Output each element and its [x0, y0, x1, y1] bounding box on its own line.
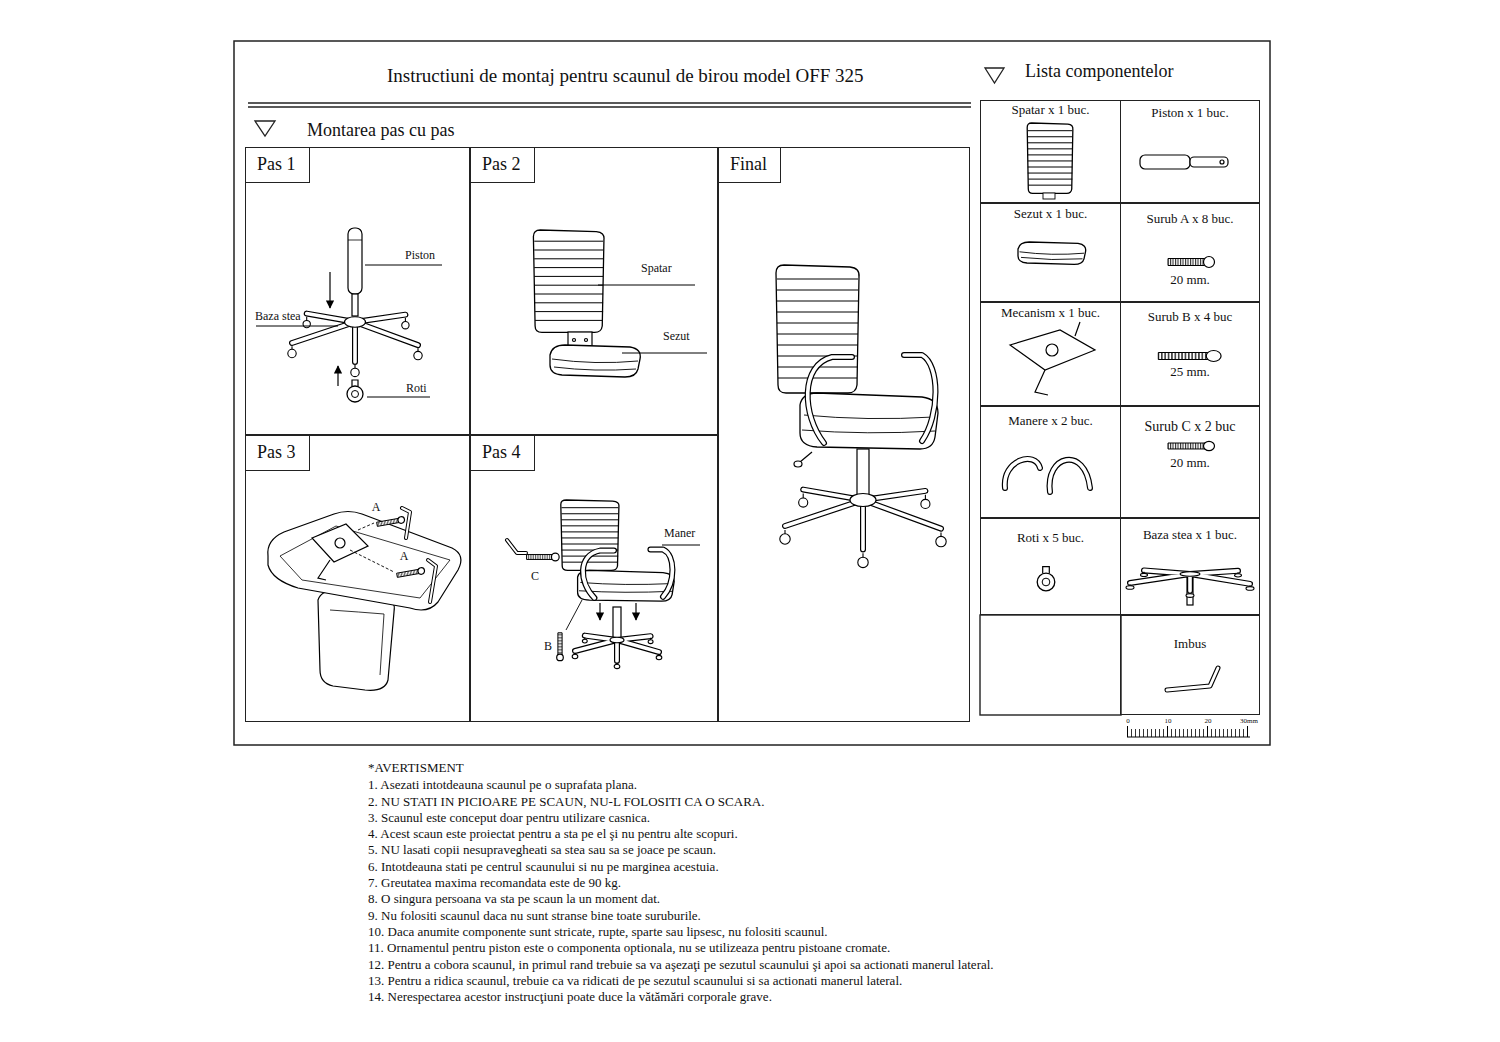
page-frame	[234, 41, 1270, 745]
part-label: Roti	[406, 381, 427, 395]
component-label: Imbus	[1121, 636, 1259, 652]
part-label: Baza stea	[255, 309, 301, 323]
step4-drawing	[507, 500, 700, 669]
scale-ruler	[1127, 726, 1250, 737]
component-label: Mecanism x 1 buc.	[981, 305, 1120, 321]
component-size: 20 mm.	[1121, 272, 1259, 288]
component-size: 25 mm.	[1121, 364, 1259, 380]
final-chair	[776, 265, 946, 568]
warning-line: 2. NU STATI IN PICIOARE PE SCAUN, NU-L F…	[368, 794, 764, 810]
component-cell: Mecanism x 1 buc.	[980, 302, 1121, 406]
part-label: Spatar	[641, 261, 672, 275]
section-triangle	[255, 121, 275, 136]
warning-line: 7. Greutatea maxima recomandata este de …	[368, 875, 621, 891]
scale-number: 10	[1165, 717, 1172, 725]
part-label: Piston	[405, 248, 435, 262]
component-label: Spatar x 1 buc.	[981, 102, 1120, 118]
warning-line: 13. Pentru a ridica scaunul, trebuie ca …	[368, 973, 902, 989]
step-panel: Final	[718, 147, 970, 722]
component-label: Sezut x 1 buc.	[981, 206, 1120, 222]
section-heading: Montarea pas cu pas	[307, 120, 454, 142]
component-label: Roti x 5 buc.	[981, 530, 1120, 546]
step3-drawing	[268, 508, 461, 690]
step1-drawing	[256, 228, 442, 402]
component-label: Surub A x 8 buc.	[1121, 211, 1259, 227]
component-cell: Imbus	[1120, 615, 1260, 715]
scale-number: 20	[1205, 717, 1212, 725]
warning-line: 4. Acest scaun este proiectat pentru a s…	[368, 826, 738, 842]
component-label: Manere x 2 buc.	[981, 413, 1120, 429]
warning-line: 9. Nu folositi scaunul daca nu sunt stra…	[368, 908, 701, 924]
document-title: Instructiuni de montaj pentru scaunul de…	[387, 65, 864, 88]
component-cell: Piston x 1 buc.	[1120, 100, 1260, 203]
step-tab: Pas 1	[246, 148, 310, 183]
step-panel: Pas 1	[245, 147, 470, 435]
component-cell: Spatar x 1 buc.	[980, 100, 1121, 203]
warning-heading: *AVERTISMENT	[368, 760, 464, 776]
part-label: Maner	[664, 526, 695, 540]
section-heading: Lista componentelor	[1025, 61, 1173, 83]
step-tab: Pas 2	[471, 148, 535, 183]
component-cell: Surub B x 4 buc 25 mm.	[1120, 302, 1260, 406]
warning-line: 14. Nerespectarea acestor instrucţiuni p…	[368, 989, 772, 1005]
empty-cell	[980, 615, 1121, 715]
warning-line: 3. Scaunul este conceput doar pentru uti…	[368, 810, 650, 826]
component-label: Baza stea x 1 buc.	[1121, 527, 1259, 543]
title-rule	[248, 103, 971, 107]
component-label: Surub C x 2 buc	[1121, 419, 1259, 435]
part-label: Sezut	[663, 329, 690, 343]
component-cell: Sezut x 1 buc.	[980, 203, 1121, 302]
warning-line: 8. O singura persoana va sta pe scaun la…	[368, 891, 660, 907]
component-label: Piston x 1 buc.	[1121, 105, 1259, 121]
warning-line: 10. Daca anumite componente sunt stricat…	[368, 924, 828, 940]
callout-letter: A	[400, 549, 409, 563]
step-panel: Pas 3	[245, 435, 470, 722]
warning-line: 6. Intotdeauna stati pe centrul scaunulu…	[368, 859, 719, 875]
warning-line: 11. Ornamentul pentru piston este o comp…	[368, 940, 890, 956]
step2-drawing	[533, 230, 707, 377]
callout-letter: B	[544, 639, 552, 653]
component-label: Surub B x 4 buc	[1121, 309, 1259, 325]
component-cell: Surub A x 8 buc. 20 mm.	[1120, 203, 1260, 302]
component-cell: Manere x 2 buc.	[980, 406, 1121, 518]
callout-letter: A	[372, 500, 381, 514]
component-cell: Surub C x 2 buc 20 mm.	[1120, 406, 1260, 518]
step-tab: Final	[719, 148, 781, 183]
step-tab: Pas 4	[471, 436, 535, 471]
section-triangle	[985, 68, 1004, 83]
step-panel: Pas 4	[470, 435, 718, 722]
warning-line: 1. Asezati intotdeauna scaunul pe o supr…	[368, 777, 637, 793]
callout-letter: C	[531, 569, 539, 583]
step-tab: Pas 3	[246, 436, 310, 471]
component-cell: Roti x 5 buc.	[980, 518, 1121, 615]
component-cell: Baza stea x 1 buc.	[1120, 518, 1260, 615]
warning-line: 12. Pentru a cobora scaunul, in primul r…	[368, 957, 994, 973]
scale-number: 0	[1126, 717, 1130, 725]
warning-line: 5. NU lasati copii nesupravegheati sa st…	[368, 842, 716, 858]
step-panel: Pas 2	[470, 147, 718, 435]
scale-number: 30mm	[1240, 717, 1258, 725]
component-size: 20 mm.	[1121, 455, 1259, 471]
